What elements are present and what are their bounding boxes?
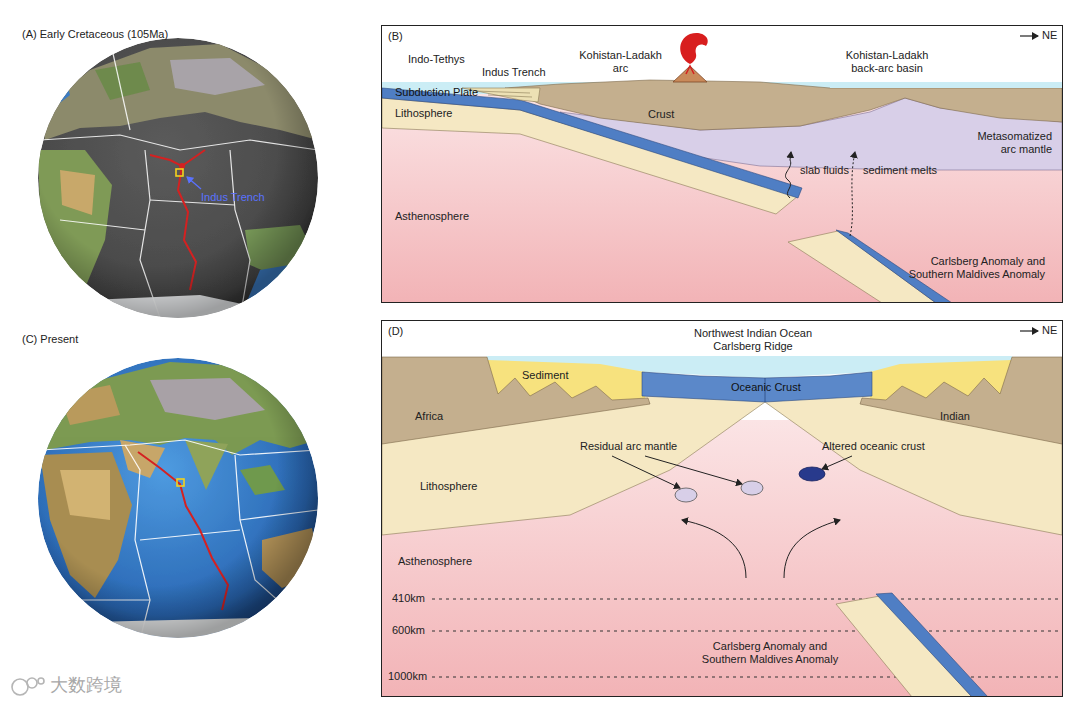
direction-arrow — [1020, 35, 1038, 36]
cross-section-cretaceous-part — [680, 33, 708, 64]
globe-present-part — [38, 358, 318, 638]
direction-label: NE — [1042, 324, 1057, 337]
layer-label: Metasomatized arc mantle — [966, 130, 1052, 156]
depth-label: 600km — [392, 624, 425, 637]
layer-label: Crust — [648, 108, 674, 121]
layer-label: Asthenosphere — [398, 555, 472, 568]
feature-label: Residual arc mantle — [580, 440, 677, 453]
cross-section-present-part — [822, 456, 852, 469]
panel-heading: (D) — [388, 325, 403, 338]
watermark-icon — [12, 678, 44, 695]
globe-panel: (A) Early Cretaceous (105Ma) Indus Trench — [15, 25, 345, 325]
cross-section-present-part-part — [432, 599, 1062, 600]
cross-section-cretaceous-part — [830, 84, 1062, 88]
anomaly-label: Carlsberg Anomaly and Southern Maldives … — [900, 255, 1045, 281]
globe-early-cretaceous — [38, 38, 318, 330]
layer-label: Subduction Plate — [395, 86, 478, 99]
globe-panel: (C) Present — [15, 330, 345, 640]
anomaly-label: Carlsberg Anomaly and Southern Maldives … — [697, 640, 843, 666]
layer-label: Sediment — [522, 369, 568, 382]
cross-section-cretaceous-part — [475, 91, 532, 97]
cross-section-present-part — [645, 456, 742, 484]
region-label: Kohistan-Ladakh arc — [573, 49, 668, 75]
panel-heading: (B) — [388, 30, 403, 43]
region-label: Indus Trench — [482, 66, 546, 79]
region-label: Northwest Indian Ocean Carlsberg Ridge — [688, 327, 818, 353]
cross-section-present-part — [382, 357, 650, 444]
depth-label: 1000km — [388, 670, 427, 683]
cross-section-present-part — [784, 520, 840, 578]
watermark: 大数跨境 — [50, 675, 122, 697]
direction-arrow — [1020, 330, 1038, 331]
cross-section-present-part — [432, 599, 1062, 677]
direction-label: NE — [1042, 29, 1057, 42]
cross-section-present-part — [682, 520, 746, 578]
layer-label: Asthenosphere — [395, 210, 469, 223]
cross-section-cretaceous-part — [505, 80, 1062, 130]
cross-section-present — [382, 321, 1062, 696]
cross-section-cretaceous-part — [785, 152, 791, 198]
globe-present — [38, 358, 320, 640]
globe-early-cretaceous-part — [38, 38, 318, 318]
panel-heading: (C) Present — [22, 333, 78, 346]
region-label: Indo-Tethys — [408, 53, 465, 66]
cross-section-present-part — [860, 357, 1062, 444]
cross-section-present-part — [382, 321, 1062, 696]
process-label: sediment melts — [863, 164, 937, 177]
cross-section-present-part — [612, 456, 680, 488]
watermark-icon-part — [27, 678, 37, 688]
cross-section-cretaceous-part — [673, 66, 707, 82]
feature-label: Altered oceanic crust — [822, 440, 925, 453]
globe-present-part — [38, 358, 318, 638]
layer-label: Lithosphere — [420, 480, 478, 493]
cross-section-cretaceous — [382, 26, 1062, 302]
cross-section-present-part — [642, 372, 872, 402]
leader-line — [187, 177, 201, 189]
layer-label: Oceanic Crust — [731, 381, 801, 394]
watermark-icon-part — [38, 678, 44, 684]
layer-label: Lithosphere — [395, 107, 453, 120]
plate-label: Indian — [940, 410, 970, 423]
cross-section-present-part — [675, 488, 697, 502]
cross-section-present-part — [876, 593, 988, 696]
watermark-icon-part — [12, 679, 28, 695]
cross-section-cretaceous-part — [788, 231, 936, 302]
cross-section-cretaceous-part — [850, 152, 855, 236]
cross-section-present-part-part — [432, 631, 1062, 632]
cross-section-present-part — [741, 481, 763, 495]
process-label: slab fluids — [800, 164, 849, 177]
panel-heading: (A) Early Cretaceous (105Ma) — [22, 28, 168, 41]
cross-section-cretaceous-part — [686, 66, 694, 74]
plate-label: Africa — [415, 410, 443, 423]
globe-early-cretaceous-part — [38, 38, 318, 318]
cross-section-present-part — [799, 467, 825, 481]
map-label: Indus Trench — [201, 191, 265, 204]
depth-label: 410km — [392, 592, 425, 605]
region-label: Kohistan-Ladakh back-arc basin — [837, 49, 937, 75]
cross-section-cretaceous-part — [382, 26, 1062, 302]
